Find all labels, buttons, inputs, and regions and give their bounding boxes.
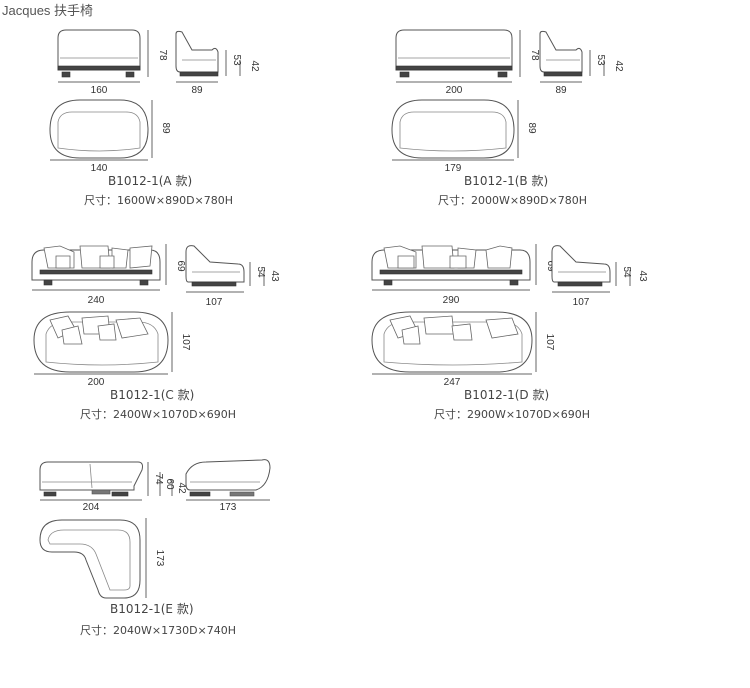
variant-b: 78 200 53 42 89 89 179 B1012 xyxy=(391,29,624,207)
variant-d-model-label: B1012-1(D 款) xyxy=(464,388,549,402)
variant-b-model-label: B1012-1(B 款) xyxy=(464,174,548,188)
dim-label: 200 xyxy=(88,377,105,388)
variant-c-front-height-dim: 69 xyxy=(165,244,186,285)
variant-c-side-dims: 54 43 107 xyxy=(186,262,280,308)
variant-c-front-width-dim: 240 xyxy=(32,289,160,306)
variant-c-plan-dims: 107 200 xyxy=(34,312,191,388)
variant-e-side-view xyxy=(185,459,271,497)
variant-a-model-label: B1012-1(A 款) xyxy=(108,174,192,188)
dim-label: 140 xyxy=(91,163,108,174)
variant-b-front-height-dim: 78 xyxy=(519,30,540,77)
dim-label: 69 xyxy=(175,260,186,272)
variant-e: 74 60 42 204 173 173 B1012-1(E 款) 尺寸：204… xyxy=(39,459,271,637)
variant-a-plan-view xyxy=(49,99,149,159)
dim-label: 53 xyxy=(595,54,606,66)
dim-label: 247 xyxy=(444,377,461,388)
dim-label: 240 xyxy=(88,295,105,306)
variant-d-side-dims: 54 43 107 xyxy=(552,262,648,308)
variant-b-side-view xyxy=(539,30,583,77)
dim-label: 54 xyxy=(255,266,266,278)
variant-a-size-label: 尺寸：1600W×890D×780H xyxy=(84,193,233,207)
dim-label: 89 xyxy=(160,122,171,134)
variant-a-front-width-dim: 160 xyxy=(58,81,140,96)
variant-b-side-dims: 53 42 89 xyxy=(540,50,624,96)
variant-d-size-label: 尺寸：2900W×1070D×690H xyxy=(434,407,590,421)
dim-label: 89 xyxy=(526,122,537,134)
variant-d-side-view xyxy=(551,245,611,287)
dim-label: 60 xyxy=(164,478,175,490)
dim-label: 200 xyxy=(446,85,463,96)
variant-e-front-dims: 74 60 42 204 xyxy=(40,462,187,513)
variant-d-front-height-dim: 69 xyxy=(535,244,556,285)
variant-c-size-label: 尺寸：2400W×1070D×690H xyxy=(80,407,236,421)
variant-e-model-label: B1012-1(E 款) xyxy=(110,602,194,616)
variant-c-front-view xyxy=(31,245,161,286)
variant-a-front-height-dim: 78 xyxy=(147,30,168,77)
variant-e-front-view xyxy=(39,461,143,497)
dim-label: 160 xyxy=(91,85,108,96)
dim-label: 89 xyxy=(191,85,203,96)
variant-e-plan-view xyxy=(39,519,141,599)
variant-e-plan-dims: 173 xyxy=(145,518,165,598)
dim-label: 107 xyxy=(206,297,223,308)
variant-e-size-label: 尺寸：2040W×1730D×740H xyxy=(80,623,236,637)
dim-label: 204 xyxy=(83,502,100,513)
variant-d: 69 290 54 43 107 xyxy=(371,244,648,421)
dim-label: 42 xyxy=(249,60,260,72)
variant-d-front-view xyxy=(371,245,531,286)
dim-label: 42 xyxy=(613,60,624,72)
variant-a-side-view xyxy=(175,30,219,77)
variant-c-model-label: B1012-1(C 款) xyxy=(110,388,194,402)
variant-d-front-width-dim: 290 xyxy=(372,289,530,306)
variant-c-plan-view xyxy=(33,311,169,373)
dim-label: 179 xyxy=(445,163,462,174)
dim-label: 290 xyxy=(443,295,460,306)
dim-label: 43 xyxy=(637,270,648,282)
variant-a-side-dims: 53 42 89 xyxy=(176,50,260,96)
variant-b-front-view xyxy=(395,29,513,78)
dim-label: 43 xyxy=(269,270,280,282)
page-title: Jacques 扶手椅 xyxy=(2,3,94,18)
dim-label: 173 xyxy=(220,502,237,513)
dim-label: 78 xyxy=(529,49,540,61)
dim-label: 69 xyxy=(545,260,556,272)
dim-label: 78 xyxy=(157,49,168,61)
variant-c: 69 240 54 43 107 xyxy=(31,244,280,421)
variant-b-size-label: 尺寸：2000W×890D×780H xyxy=(438,193,587,207)
variant-a-front-view xyxy=(57,29,141,78)
variant-c-side-view xyxy=(185,245,245,287)
dim-label: 107 xyxy=(573,297,590,308)
variant-b-plan-view xyxy=(391,99,515,159)
variant-d-plan-dims: 107 247 xyxy=(372,312,555,388)
variant-a-plan-dims: 89 140 xyxy=(50,100,171,174)
dim-label: 53 xyxy=(231,54,242,66)
variant-b-plan-dims: 89 179 xyxy=(392,100,537,174)
dim-label: 74 xyxy=(153,473,164,485)
variant-e-side-dims: 173 xyxy=(186,499,270,513)
variant-d-plan-view xyxy=(371,311,533,373)
variant-b-front-width-dim: 200 xyxy=(396,81,512,96)
dim-label: 89 xyxy=(555,85,567,96)
dim-label: 54 xyxy=(621,266,632,278)
dim-label: 107 xyxy=(544,334,555,351)
dim-label: 107 xyxy=(180,334,191,351)
variant-a: 78 160 53 42 89 89 140 xyxy=(49,29,260,207)
dim-label: 42 xyxy=(176,482,187,494)
dim-label: 173 xyxy=(154,550,165,567)
